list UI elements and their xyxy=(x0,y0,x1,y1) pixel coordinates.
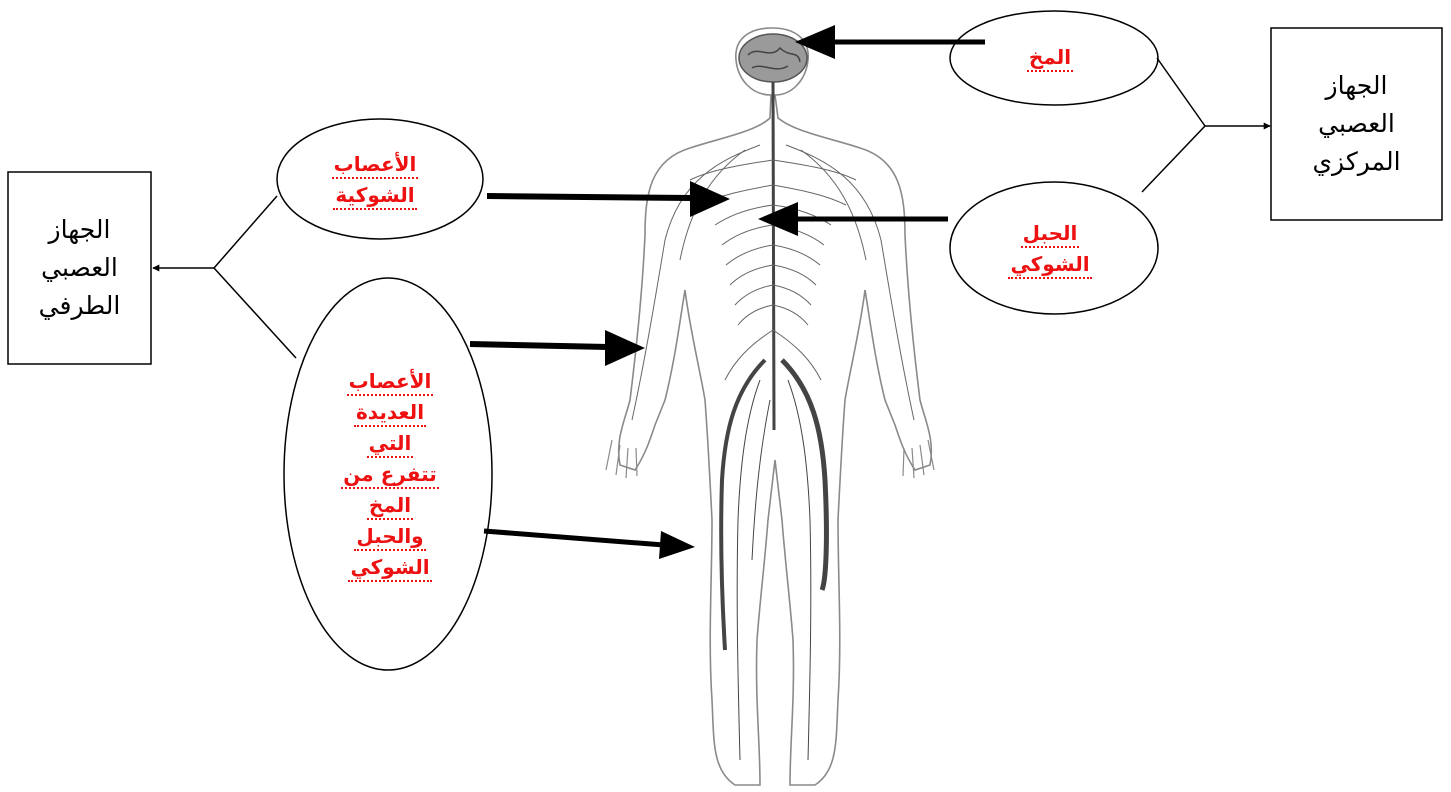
spinal-nerves-label-line-2: الشوكية xyxy=(333,183,416,210)
cranial-label-line-4: تتفرع من xyxy=(341,462,439,489)
central-label-line-2: العصبي xyxy=(1318,105,1395,143)
spinal-nerves-pointer-arrow xyxy=(487,196,692,198)
peripheral-bracket-connector xyxy=(214,196,296,358)
peripheral-pointer-arrow-lower xyxy=(484,531,664,545)
spinal-cord-label-line-2: الشوكي xyxy=(1008,252,1091,279)
central-nervous-system-label: الجهاز العصبي المركزي xyxy=(1272,30,1441,218)
cranial-spinal-nerves-label: الأعصاب العديدة التي تتفرع من المخ والحب… xyxy=(300,340,480,610)
central-label-line-3: المركزي xyxy=(1312,143,1400,181)
cranial-label-line-5: المخ xyxy=(367,493,413,520)
peripheral-label-line-1: الجهاز xyxy=(49,211,111,249)
cranial-label-line-2: العديدة xyxy=(354,400,426,427)
spinal-nerves-label: الأعصاب الشوكية xyxy=(290,136,460,226)
peripheral-label-line-3: الطرفي xyxy=(39,287,121,325)
peripheral-label-line-2: العصبي xyxy=(41,249,118,287)
human-body-illustration xyxy=(606,28,934,785)
spinal-cord-label-line-1: الحبل xyxy=(1021,221,1080,248)
spinal-cord-label: الحبل الشوكي xyxy=(960,200,1140,300)
central-label-line-1: الجهاز xyxy=(1326,67,1388,105)
brain-label-line-1: المخ xyxy=(1027,45,1073,72)
peripheral-nervous-system-label: الجهاز العصبي الطرفي xyxy=(9,174,150,362)
cranial-label-line-7: الشوكي xyxy=(348,555,431,582)
pointer-arrows xyxy=(470,25,985,559)
brain-shape xyxy=(739,34,807,82)
cranial-label-line-6: والحبل xyxy=(354,524,425,551)
cranial-label-line-1: الأعصاب xyxy=(347,369,434,396)
peripheral-pointer-arrow-upper xyxy=(470,344,608,347)
brain-label: المخ xyxy=(960,18,1140,98)
spinal-nerves-label-line-1: الأعصاب xyxy=(332,152,419,179)
cranial-label-line-3: التي xyxy=(367,431,414,458)
central-bracket-connector xyxy=(1142,58,1205,192)
spinal-cord-line xyxy=(773,82,774,430)
